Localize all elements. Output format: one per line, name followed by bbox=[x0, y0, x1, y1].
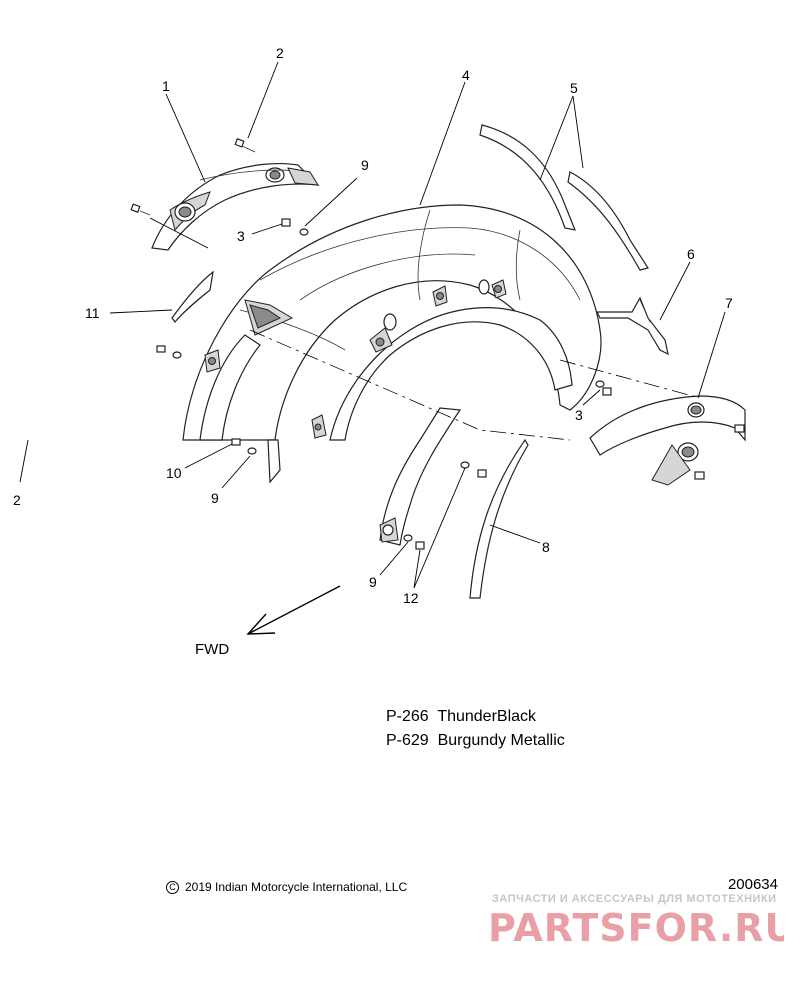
left-fender-rail bbox=[151, 162, 320, 251]
paint-code-row-1: P-266 ThunderBlack bbox=[386, 705, 536, 729]
rear-fender bbox=[182, 204, 602, 484]
callout-3-right: 3 bbox=[575, 407, 583, 423]
screw-left bbox=[130, 203, 151, 216]
callout-10: 10 bbox=[166, 465, 182, 481]
paint-name: ThunderBlack bbox=[437, 708, 537, 725]
callout-12: 12 bbox=[403, 590, 419, 606]
screw-top bbox=[234, 138, 256, 153]
leader-lines bbox=[19, 61, 726, 589]
callout-2-top: 2 bbox=[276, 45, 284, 61]
fwd-label: FWD bbox=[195, 641, 229, 658]
trim-strip-lower bbox=[567, 171, 649, 271]
callout-7: 7 bbox=[725, 295, 733, 311]
paint-name: Burgundy Metallic bbox=[437, 732, 565, 749]
callout-9-mid: 9 bbox=[211, 490, 219, 506]
copyright-symbol-icon: C bbox=[166, 881, 179, 895]
hardware-left-low bbox=[156, 345, 257, 455]
right-fender-rail bbox=[589, 395, 746, 486]
document-number: 200634 bbox=[727, 876, 778, 893]
centerline-dash-right bbox=[559, 359, 701, 399]
paint-code: P-266 bbox=[386, 708, 429, 725]
callout-9-top: 9 bbox=[361, 157, 369, 173]
nut-right bbox=[595, 380, 612, 396]
callout-9-bottom: 9 bbox=[369, 574, 377, 590]
callout-5: 5 bbox=[570, 80, 578, 96]
watermark-tagline: ЗАПЧАСТИ И АКСЕССУАРЫ ДЛЯ МОТОТЕХНИКИ bbox=[492, 893, 777, 905]
fender-bracket bbox=[596, 296, 669, 356]
trim-strip-upper bbox=[479, 124, 576, 231]
callout-6: 6 bbox=[687, 246, 695, 262]
watermark-logo: PARTSFOR.RU bbox=[488, 906, 784, 947]
copyright-text: 2019 Indian Motorcycle International, LL… bbox=[185, 880, 408, 894]
copyright-notice: C 2019 Indian Motorcycle International, L… bbox=[166, 880, 408, 895]
paint-code: P-629 bbox=[386, 732, 429, 749]
centerline-dash bbox=[249, 329, 571, 441]
callout-1: 1 bbox=[162, 78, 170, 94]
callout-3-left: 3 bbox=[237, 228, 245, 244]
watermark-logo-text: PARTSFOR.RU bbox=[488, 906, 784, 947]
nut-left bbox=[281, 218, 309, 236]
callout-11: 11 bbox=[85, 305, 100, 321]
callout-8: 8 bbox=[542, 539, 550, 555]
trim-strip-left bbox=[171, 270, 214, 323]
paint-code-row-2: P-629 Burgundy Metallic bbox=[386, 729, 565, 753]
forward-direction-arrow bbox=[246, 585, 341, 635]
fender-side-panel bbox=[379, 407, 529, 599]
callout-4: 4 bbox=[462, 67, 470, 83]
callout-2-left: 2 bbox=[13, 492, 21, 508]
